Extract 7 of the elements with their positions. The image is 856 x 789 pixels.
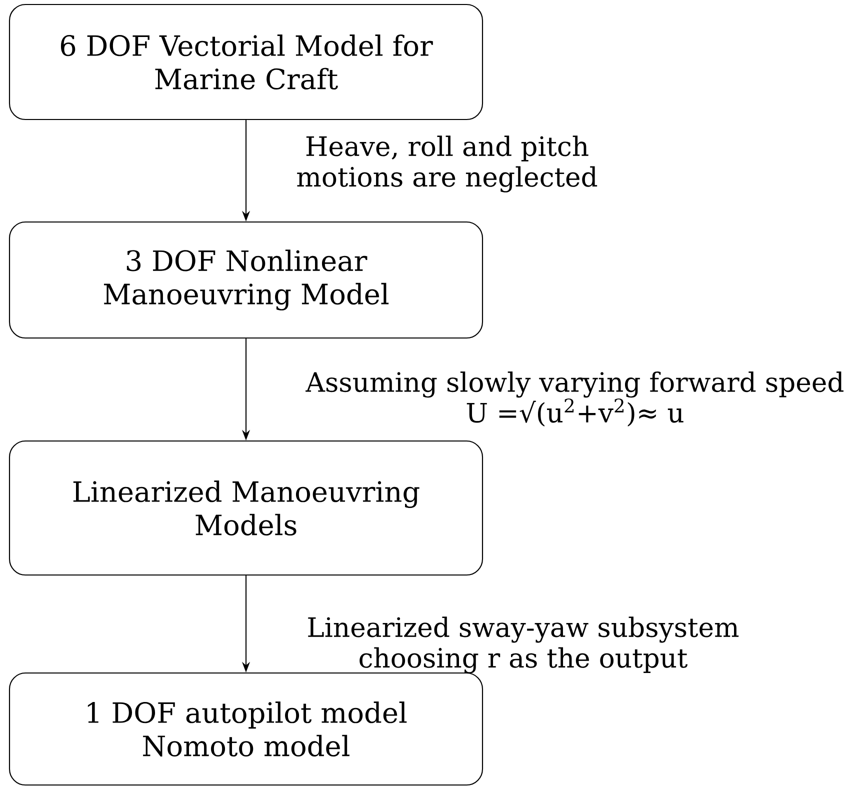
edge-label: Heave, roll and pitch motions are neglected (297, 136, 598, 192)
process-box: 1 DOF autopilot model Nomoto model (8, 672, 484, 786)
process-box: 3 DOF Nonlinear Manoeuvring Model (8, 221, 484, 339)
process-box: Linearized Manoeuvring Models (8, 440, 484, 576)
process-box: 6 DOF Vectorial Model for Marine Craft (8, 4, 484, 120)
edge-label: Linearized sway-yaw subsystem choosing r as the output (308, 616, 739, 674)
edge-label: Assuming slowly varying forward speed U =√(u$^{2}$+v$^{2}$)≈ u (306, 371, 844, 427)
